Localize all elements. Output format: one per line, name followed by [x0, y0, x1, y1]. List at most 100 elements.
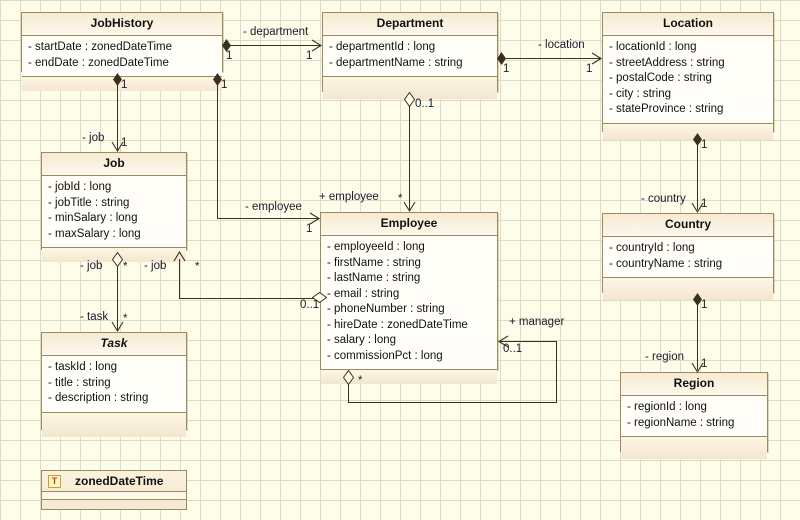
role-label-job-left: - job	[80, 260, 103, 272]
attribute-row: - locationId : long	[609, 41, 697, 53]
edge-employee-manager-up	[556, 341, 557, 403]
aggregation-diamond-employee-job	[312, 292, 327, 306]
attribute-row: - jobId : long	[48, 181, 112, 193]
attribute-row: - phoneNumber : string	[327, 303, 445, 315]
edge-location-country	[697, 138, 698, 210]
aggregation-diamond-job-task	[112, 252, 123, 267]
class-operations-employee	[321, 370, 497, 384]
class-operations-task	[42, 412, 186, 437]
multiplicity-country-region-target: 1	[701, 358, 708, 370]
composition-diamond-jobhistory-department	[222, 39, 231, 52]
attribute-row: - regionId : long	[627, 401, 707, 413]
edge-employee-manager-down	[348, 377, 349, 402]
arrowhead-department	[311, 39, 323, 52]
class-box-employee[interactable]: Employee - employeeId : long - firstName…	[320, 212, 498, 384]
multiplicity-jobhistory-department-source: 1	[226, 50, 233, 62]
edge-department-employee	[409, 98, 410, 210]
edge-jobhistory-employee-horizontal	[217, 218, 319, 219]
class-title-employee: Employee	[321, 213, 497, 236]
datatype-name: zonedDateTime	[75, 474, 164, 488]
attribute-row: - hireDate : zonedDateTime	[327, 318, 468, 331]
role-label-employee-from-department: + employee	[319, 191, 379, 203]
attribute-row: - countryName : string	[609, 257, 723, 270]
edge-job-task	[117, 258, 118, 330]
edge-employee-manager-top	[500, 341, 557, 342]
role-label-employee-from-jobhistory: - employee	[245, 201, 302, 213]
role-label-job-from-jobhistory: - job	[82, 132, 105, 144]
role-label-manager: + manager	[509, 316, 565, 328]
attribute-row: - city : string	[609, 87, 671, 100]
multiplicity-jobhistory-employee-target: 1	[306, 223, 313, 235]
multiplicity-country-region-source: 1	[701, 299, 708, 311]
arrowhead-location	[591, 52, 603, 65]
multiplicity-jobhistory-department-target: 1	[306, 50, 313, 62]
role-label-department: - department	[243, 26, 309, 38]
arrowhead-manager	[497, 335, 509, 348]
edge-employee-job-vertical	[179, 259, 180, 299]
class-attributes-employee: - employeeId : long - firstName : string…	[321, 236, 497, 370]
attribute-row: - departmentName : string	[329, 56, 463, 69]
datatype-box-zoneddatetime[interactable]: T zonedDateTime	[41, 470, 187, 510]
attribute-row: - salary : long	[327, 334, 397, 346]
class-title-jobhistory: JobHistory	[22, 13, 222, 36]
class-attributes-region: - regionId : long - regionName : string	[621, 396, 767, 437]
multiplicity-jobhistory-employee-source: 1	[221, 79, 228, 91]
class-box-country[interactable]: Country - countryId : long - countryName…	[602, 213, 774, 300]
attribute-row: - jobTitle : string	[48, 196, 130, 209]
edge-country-region	[697, 298, 698, 370]
class-box-department[interactable]: Department - departmentId : long - depar…	[322, 12, 498, 99]
multiplicity-location-country-source: 1	[701, 139, 708, 151]
multiplicity-department-location-target: 1	[586, 63, 593, 75]
arrowhead-job	[111, 141, 124, 153]
attribute-row: - maxSalary : long	[48, 227, 141, 240]
class-operations-jobhistory	[22, 77, 222, 91]
composition-diamond-jobhistory-job	[113, 73, 122, 86]
class-attributes-job: - jobId : long - jobTitle : string - min…	[42, 176, 186, 248]
class-attributes-jobhistory: - startDate : zonedDateTime - endDate : …	[22, 36, 222, 77]
class-attributes-country: - countryId : long - countryName : strin…	[603, 237, 773, 278]
edge-employee-manager-bottom	[348, 402, 556, 403]
multiplicity-jobhistory-job-source: 1	[121, 79, 128, 91]
attribute-row: - startDate : zonedDateTime	[28, 41, 173, 53]
class-box-region[interactable]: Region - regionId : long - regionName : …	[620, 372, 768, 459]
class-title-department: Department	[323, 13, 497, 36]
class-operations-region	[621, 437, 767, 459]
multiplicity-job-employee-target-star: *	[195, 261, 200, 273]
datatype-section-divider	[42, 492, 186, 500]
datatype-t-icon: T	[48, 474, 61, 488]
attribute-row: - taskId : long	[48, 361, 118, 373]
multiplicity-task-target: *	[123, 313, 128, 325]
multiplicity-department-location-source: 1	[503, 63, 510, 75]
multiplicity-manager-source-star: *	[358, 375, 363, 387]
class-attributes-department: - departmentId : long - departmentName :…	[323, 36, 497, 77]
aggregation-diamond-employee-manager	[343, 370, 354, 385]
multiplicity-department-employee-target: *	[398, 193, 403, 205]
class-box-task[interactable]: Task - taskId : long - title : string - …	[41, 332, 187, 437]
class-operations-job	[42, 248, 186, 262]
composition-diamond-department-location	[497, 52, 506, 65]
datatype-section-lower	[42, 500, 186, 506]
multiplicity-job-employee-source: 0..1	[300, 299, 320, 311]
attribute-row: - postalCode : string	[609, 72, 712, 84]
attribute-row: - employeeId : long	[327, 241, 425, 253]
arrowhead-task	[111, 321, 124, 333]
multiplicity-job-left-star: *	[123, 261, 128, 273]
role-label-location: - location	[538, 39, 585, 51]
class-title-location: Location	[603, 13, 773, 36]
class-title-country: Country	[603, 214, 773, 237]
edge-jobhistory-job	[117, 78, 118, 150]
class-box-job[interactable]: Job - jobId : long - jobTitle : string -…	[41, 152, 187, 262]
class-attributes-task: - taskId : long - title : string - descr…	[42, 356, 186, 413]
class-box-location[interactable]: Location - locationId : long - streetAdd…	[602, 12, 774, 140]
class-title-task: Task	[42, 333, 186, 356]
class-operations-location	[603, 123, 773, 140]
attribute-row: - endDate : zonedDateTime	[28, 56, 169, 69]
attribute-row: - regionName : string	[627, 416, 735, 429]
class-operations-department	[323, 77, 497, 99]
edge-jobhistory-employee-vertical	[217, 78, 218, 218]
composition-diamond-location-country	[693, 133, 702, 146]
class-attributes-location: - locationId : long - streetAddress : st…	[603, 36, 773, 124]
class-operations-country	[603, 278, 773, 300]
class-box-jobhistory[interactable]: JobHistory - startDate : zonedDateTime -…	[21, 12, 223, 91]
